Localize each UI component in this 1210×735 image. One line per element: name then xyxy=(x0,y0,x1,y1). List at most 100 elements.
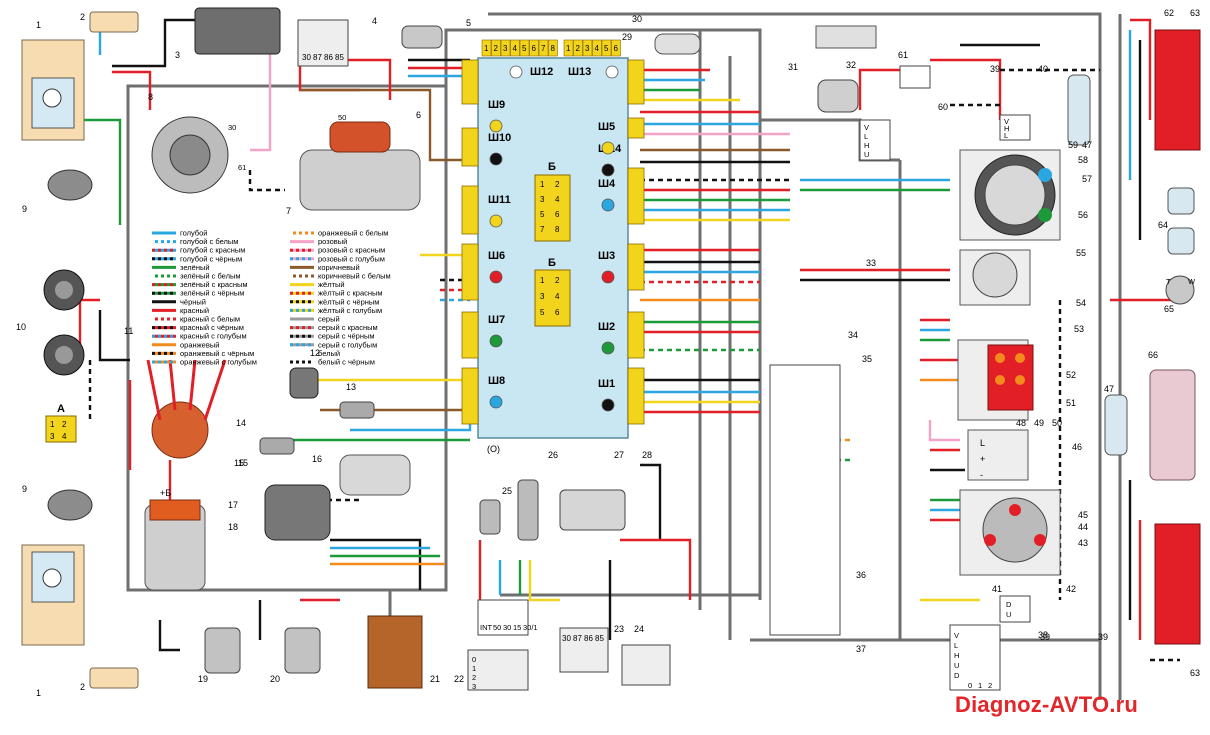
relay-4-pin-87: 87 xyxy=(313,53,322,62)
ign-pin-50: 50 xyxy=(493,623,501,632)
sensor-26 xyxy=(517,479,539,541)
sw60-l: L xyxy=(864,132,868,141)
fuse-top-pin-left xyxy=(491,39,501,57)
legend-label: зелёный с красным xyxy=(180,280,248,289)
tachometer xyxy=(972,252,1018,298)
sw59-v: V xyxy=(1004,117,1009,126)
plate-lamp xyxy=(1149,369,1196,481)
component-number-label: 40 xyxy=(1038,64,1048,74)
sw38-pos-1: 1 xyxy=(978,681,982,690)
fuse-connector-dot xyxy=(489,334,503,348)
sensor-25 xyxy=(479,499,501,535)
fuse-connector-dot xyxy=(601,270,615,284)
component-number-label: 21 xyxy=(430,674,440,684)
lamp-47-bottom xyxy=(1104,394,1128,456)
starter-terminal-label: 50 xyxy=(338,113,346,122)
fuse-top-pin-left xyxy=(500,39,511,57)
fuse-connector-label: Ш5 xyxy=(598,121,615,133)
block-b-pin: 1 xyxy=(540,276,545,285)
fuse-top-pin-right xyxy=(592,39,602,57)
fuse-top-pin-right-label: 4 xyxy=(595,44,600,53)
fuse-connector-dot xyxy=(601,141,615,155)
legend-label: жёлтый с красным xyxy=(318,289,383,298)
component-number-label: 24 xyxy=(634,624,644,634)
component-number-label: 44 xyxy=(1078,522,1088,532)
fuse-connector-label: Ш13 xyxy=(568,66,591,78)
connector-a-label: А xyxy=(57,403,65,415)
ignition-switch xyxy=(467,649,529,691)
component-number-label: 51 xyxy=(1066,398,1076,408)
fuse-block-dots xyxy=(489,65,619,412)
sw38-h: H xyxy=(954,651,959,660)
component-number-label: 28 xyxy=(642,450,652,460)
indicator-46 xyxy=(967,429,1029,481)
block-b-pin: 5 xyxy=(540,308,545,317)
legend-label: зелёный с чёрным xyxy=(180,289,244,298)
component-number-label: 7 xyxy=(286,206,291,216)
fuse-top-pin-right xyxy=(582,39,593,57)
ignition-switch-rows: 0 1 2 3 xyxy=(472,655,476,691)
component-number-label: 6 xyxy=(416,110,421,120)
fuel-sensor-w: W xyxy=(1188,277,1196,286)
component-number-label: 63 xyxy=(1190,8,1200,18)
block-b-pin: 2 xyxy=(555,276,560,285)
relay-4 xyxy=(297,19,349,67)
component-number-label: 37 xyxy=(856,644,866,654)
component-number-label: 2 xyxy=(80,12,85,22)
indicator-l: L xyxy=(980,438,985,448)
fuse-connector-dot xyxy=(601,398,615,412)
block-b-pin: 4 xyxy=(555,292,560,301)
relay-23-pin-85: 85 xyxy=(595,634,604,643)
switch-42 xyxy=(999,595,1031,623)
legend-label: красный с чёрным xyxy=(180,323,244,332)
component-number-label: 9 xyxy=(22,484,27,494)
pin-labels: 30 87 86 85 30 87 86 85 INT 50 30 15 30/… xyxy=(50,53,1196,691)
relay-23-pin-87: 87 xyxy=(573,634,582,643)
ign-pin-301: 30/1 xyxy=(523,623,538,632)
fuel-sensor xyxy=(1165,275,1195,305)
spark-plug-cables xyxy=(146,359,227,421)
battery xyxy=(194,7,281,55)
component-number-label: 33 xyxy=(866,258,876,268)
switch-38 xyxy=(949,624,1001,691)
relay-4-pin-30: 30 xyxy=(302,53,311,62)
fuse-connector-label: Ш10 xyxy=(488,132,511,144)
fuse-top-pin-right-label: 1 xyxy=(566,44,571,53)
washer-motor-bottom xyxy=(47,489,93,521)
block-a-letter: Б xyxy=(548,161,556,173)
block-a-pin: 5 xyxy=(540,210,545,219)
relay-4-pins: 30 87 86 85 xyxy=(302,53,344,62)
fuse-top-pin-left-label: 8 xyxy=(551,44,556,53)
rear-light-bottom xyxy=(1154,523,1201,645)
component-number-label: 16 xyxy=(312,454,322,464)
component-number-label: 39 xyxy=(1098,632,1108,642)
side-lamp-bottom xyxy=(89,667,139,689)
fuse-top-pin-left xyxy=(510,39,520,57)
component-number-label: 15 xyxy=(238,458,248,468)
relay-27 xyxy=(559,489,626,531)
component-number-label: 8 xyxy=(148,92,153,102)
component-number-label: 20 xyxy=(270,674,280,684)
sw38-pos-2: 2 xyxy=(988,681,992,690)
component-number-label: 54 xyxy=(1076,298,1086,308)
block-a-pin: 1 xyxy=(540,180,545,189)
component-number-label: 1 xyxy=(36,20,41,30)
component-number-label: 10 xyxy=(16,322,26,332)
sensor-14 xyxy=(259,437,295,455)
legend-label: белый с чёрным xyxy=(318,358,375,367)
ign-row-0: 0 xyxy=(472,655,476,664)
wiper-motor xyxy=(264,484,331,541)
fuse-top-pin-right xyxy=(573,39,583,57)
component-number-label: 59 xyxy=(1068,140,1078,150)
lamp-64-b xyxy=(1167,227,1195,255)
wires xyxy=(72,18,1180,652)
sensor-5 xyxy=(401,25,443,49)
component-number-label: 23 xyxy=(614,624,624,634)
block-a-pin: 3 xyxy=(540,195,545,204)
component-number-label: 65 xyxy=(1164,304,1174,314)
